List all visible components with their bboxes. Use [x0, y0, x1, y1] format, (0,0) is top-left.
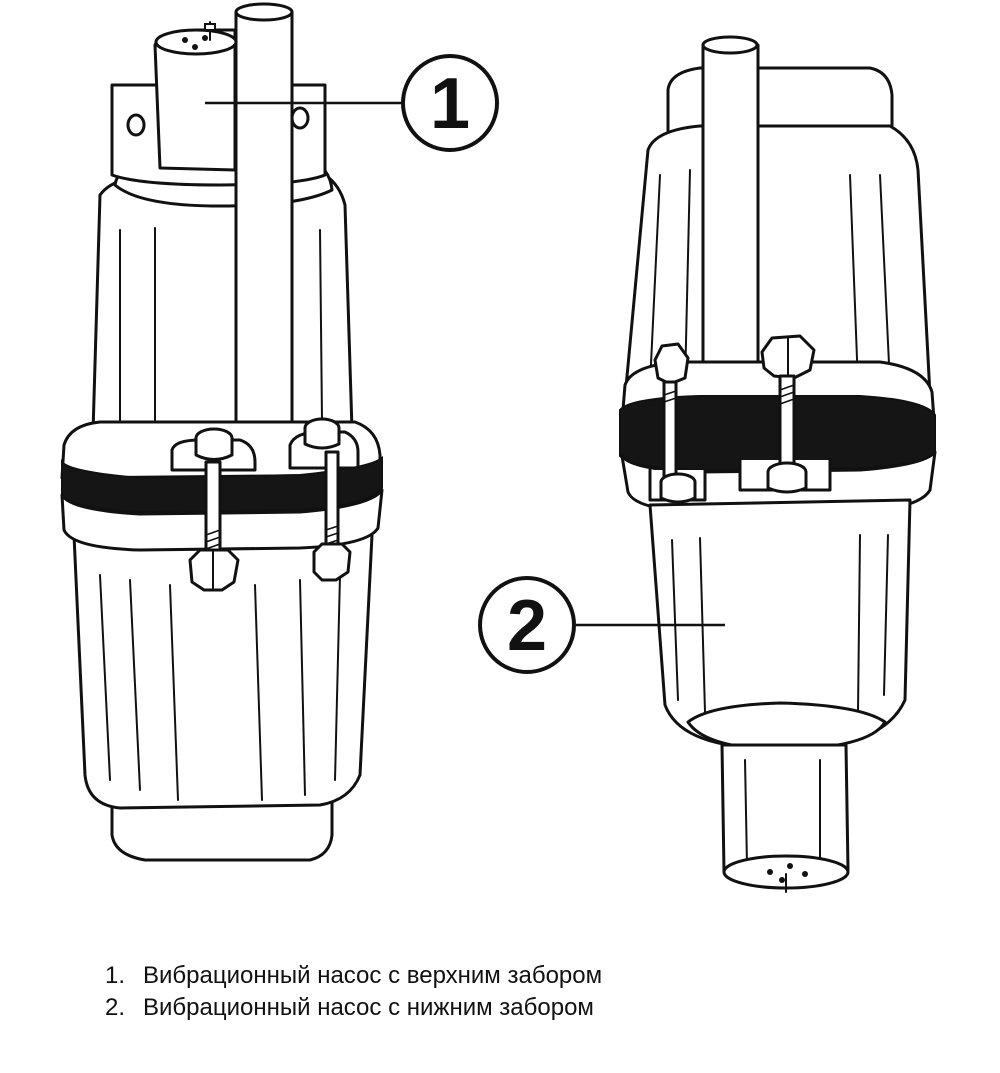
clamp-bolt-left — [188, 427, 240, 592]
clamp-bolt-right-2 — [760, 334, 816, 494]
legend-item-text: Вибрационный насос с верхним забором — [143, 962, 603, 989]
callout-2: 2 — [478, 576, 725, 674]
clamp-bolt-right — [303, 417, 352, 582]
clamp-bolt-left-2 — [653, 342, 697, 504]
callout-2-number: 2 — [507, 586, 547, 666]
legend-item: 1. Вибрационный насос с верхним забором — [105, 960, 602, 992]
pump-top-intake — [60, 2, 384, 862]
pump-bottom-intake — [619, 35, 937, 893]
legend-item: 2. Вибрационный насос с нижним забором — [105, 992, 602, 1024]
legend-item-text: Вибрационный насос с нижним забором — [143, 994, 594, 1021]
legend-item-number: 1. — [105, 962, 126, 989]
callout-1-number: 1 — [430, 64, 470, 144]
legend-list: 1. Вибрационный насос с верхним забором 2… — [105, 960, 602, 1024]
legend-item-number: 2. — [105, 994, 126, 1021]
callout-1-circle — [401, 54, 499, 152]
callout-2-circle — [478, 576, 576, 674]
callout-1: 1 — [205, 54, 499, 152]
